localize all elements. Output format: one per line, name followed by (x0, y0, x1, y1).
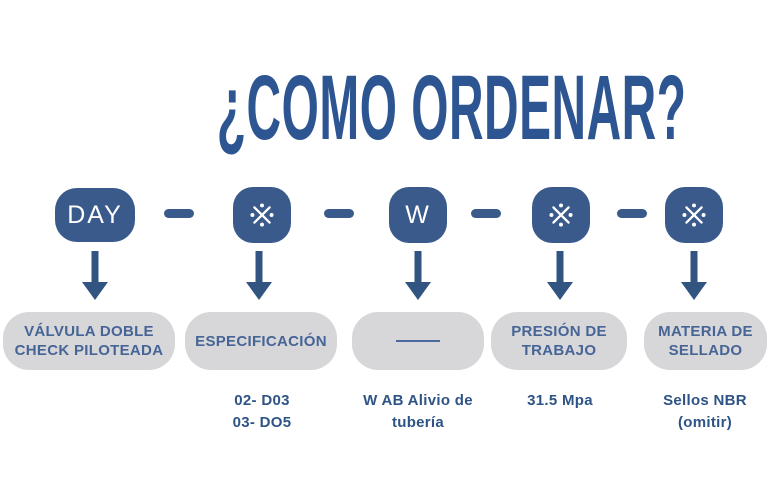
label-line: VÁLVULA DOBLE (24, 323, 154, 340)
detail-line: (omitir) (677, 414, 733, 431)
label-line: PRESIÓN DE (511, 323, 607, 340)
code-separator-dash (324, 209, 354, 218)
code-badge-specification (233, 187, 291, 243)
reference-mark-icon (547, 201, 575, 229)
page-title: ¿COMO ORDENAR? (216, 57, 687, 159)
code-separator-dash (617, 209, 647, 218)
down-arrow-icon (681, 251, 707, 300)
down-arrow-icon (547, 251, 573, 300)
label-line: CHECK PILOTEADA (14, 342, 164, 359)
detail-line: 03- DO5 (232, 414, 292, 431)
label-line: SELLADO (668, 342, 743, 359)
label-line: MATERIA DE (658, 323, 753, 340)
detail-w-meaning: W AB Alivio de tubería (343, 390, 493, 434)
code-separator-dash (164, 209, 194, 218)
code-badge-w: W (389, 187, 447, 243)
code-separator-dash (471, 209, 501, 218)
code-badge-day: DAY (55, 188, 135, 242)
detail-line: Sellos NBR (663, 392, 747, 409)
detail-line: W AB Alivio de (363, 392, 473, 409)
reference-mark-icon (680, 201, 708, 229)
down-arrow-icon (405, 251, 431, 300)
page-title-wrap: ¿COMO ORDENAR? (0, 60, 768, 156)
label-box-pressure: PRESIÓN DE TRABAJO (491, 312, 627, 370)
code-badge-seal (665, 187, 723, 243)
label-box-seal: MATERIA DE SELLADO (644, 312, 767, 370)
detail-specification-options: 02- D03 03- DO5 (187, 390, 337, 434)
label-box-valve: VÁLVULA DOBLE CHECK PILOTEADA (3, 312, 175, 370)
label-line: ESPECIFICACIÓN (195, 332, 327, 350)
code-badge-pressure (532, 187, 590, 243)
blank-field-line (396, 340, 440, 342)
code-badge-day-label: DAY (67, 200, 123, 229)
detail-seal-material: Sellos NBR (omitir) (630, 390, 768, 434)
reference-mark-icon (248, 201, 276, 229)
detail-line: tubería (391, 414, 445, 431)
label-box-specification: ESPECIFICACIÓN (185, 312, 337, 370)
detail-working-pressure: 31.5 Mpa (485, 390, 635, 412)
detail-line: 02- D03 (234, 392, 290, 409)
down-arrow-icon (246, 251, 272, 300)
label-line: TRABAJO (521, 342, 597, 359)
label-box-blank (352, 312, 484, 370)
detail-line: 31.5 Mpa (527, 392, 593, 409)
code-badge-w-label: W (405, 200, 431, 229)
down-arrow-icon (82, 251, 108, 300)
